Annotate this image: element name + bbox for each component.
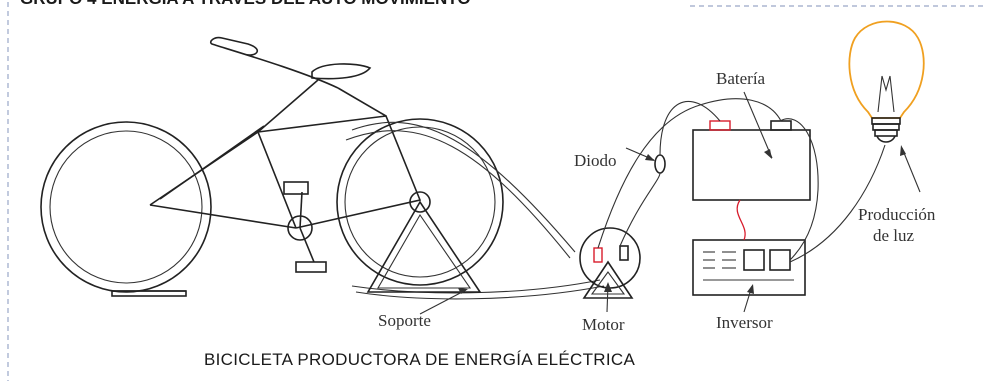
diagram-caption: BICICLETA PRODUCTORA DE ENERGÍA ELÉCTRIC… <box>204 350 635 369</box>
inverter-icon <box>692 239 806 296</box>
drive-belt <box>345 121 605 300</box>
label-bateria: Batería <box>716 69 766 88</box>
support-stand <box>366 200 482 293</box>
battery-icon <box>692 120 811 201</box>
light-bulb-icon <box>848 20 925 143</box>
label-soporte: Soporte <box>378 311 431 330</box>
dashed-border <box>7 2 983 381</box>
pointer-arrows <box>419 91 921 315</box>
label-inversor: Inversor <box>716 313 773 332</box>
header-title: GRUPO 4 ENERGÍA A TRAVÉS DEL AUTO MOVIMI… <box>20 0 471 8</box>
label-produccion-line2: de luz <box>873 226 915 245</box>
label-produccion-line1: Producción <box>858 205 936 224</box>
wiring <box>597 98 886 263</box>
bicycle-icon <box>40 36 504 297</box>
label-motor: Motor <box>582 315 625 334</box>
diode-icon <box>654 154 666 174</box>
label-diodo: Diodo <box>574 151 617 170</box>
